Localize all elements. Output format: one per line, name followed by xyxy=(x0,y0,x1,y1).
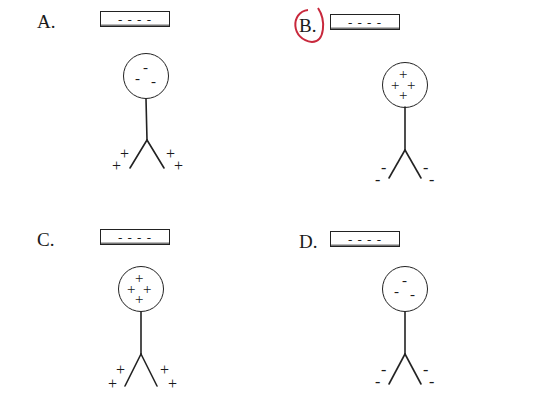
rod-charges: - - - - xyxy=(348,233,382,246)
rod-charges: - - - - xyxy=(118,231,152,244)
charge-sign: - xyxy=(143,60,148,75)
charge-sign: + xyxy=(135,271,143,286)
option-letter: D. xyxy=(299,232,317,251)
charge-sign: + xyxy=(168,376,177,392)
charge-sign: + xyxy=(120,146,129,162)
charge-sign: - xyxy=(381,362,386,378)
rod-charges: - - - - xyxy=(348,16,382,29)
head-circle: --- xyxy=(123,53,169,99)
charged-rod: - - - - xyxy=(330,14,400,30)
charge-sign: - xyxy=(410,287,415,302)
charge-sign: + xyxy=(391,78,399,93)
head-circle: ++++ xyxy=(382,62,428,108)
charge-sign: - xyxy=(429,172,434,188)
charge-sign: - xyxy=(423,362,428,378)
charge-sign: + xyxy=(399,88,407,103)
charged-rod: - - - - xyxy=(100,229,170,245)
option-letter: C. xyxy=(37,230,54,249)
charged-rod: - - - - xyxy=(330,231,400,247)
charge-sign: + xyxy=(108,376,117,392)
charged-rod: - - - - xyxy=(100,11,170,27)
charge-sign: + xyxy=(166,146,175,162)
charge-sign: + xyxy=(399,67,407,82)
charge-sign: - xyxy=(429,374,434,390)
charge-sign: - xyxy=(402,273,407,288)
charge-sign: + xyxy=(143,282,151,297)
charge-sign: - xyxy=(394,284,399,299)
rod-charges: - - - - xyxy=(118,13,152,26)
answer-circle xyxy=(295,8,323,42)
option-letter: A. xyxy=(37,12,55,31)
charge-sign: + xyxy=(407,78,415,93)
charge-sign: - xyxy=(423,160,428,176)
head-circle: --- xyxy=(382,266,428,312)
charge-sign: - xyxy=(375,374,380,390)
charge-sign: + xyxy=(116,362,125,378)
charge-sign: - xyxy=(151,74,156,89)
charge-sign: + xyxy=(127,282,135,297)
head-circle: ++++ xyxy=(118,266,164,312)
charge-sign: + xyxy=(135,292,143,307)
charge-sign: + xyxy=(112,158,121,174)
charge-sign: + xyxy=(160,362,169,378)
charge-sign: - xyxy=(375,172,380,188)
charge-sign: - xyxy=(381,160,386,176)
option-letter: B. xyxy=(299,16,316,35)
charge-sign: + xyxy=(174,158,183,174)
charge-sign: - xyxy=(135,71,140,86)
